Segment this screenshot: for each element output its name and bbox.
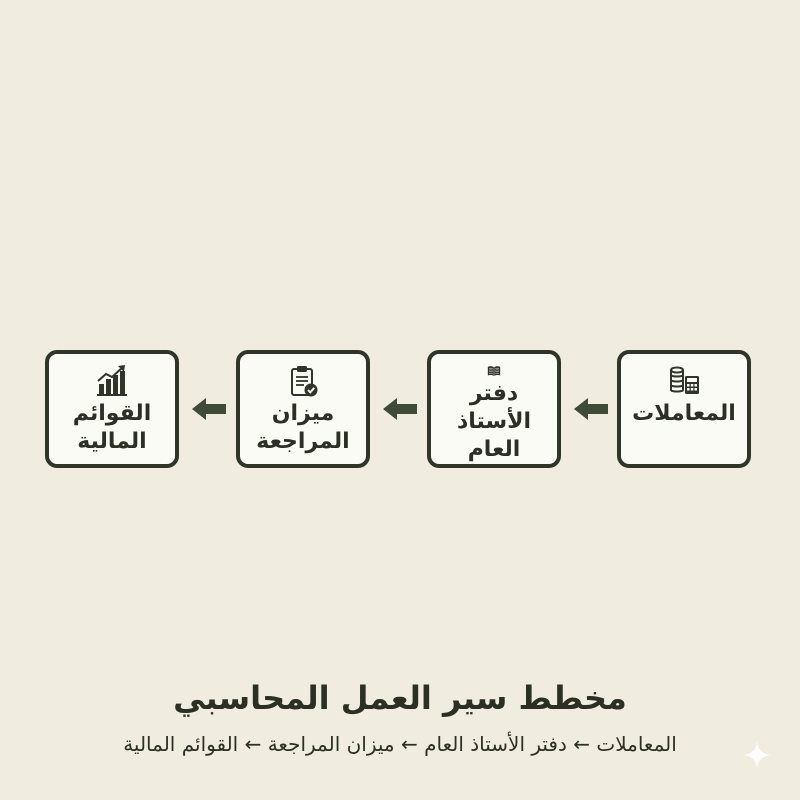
step-trial-balance: ميزان المراجعة bbox=[236, 350, 370, 468]
checked-clipboard-icon bbox=[291, 366, 318, 397]
step-financial-statements: القوائم المالية bbox=[45, 350, 179, 468]
step-general-ledger: دفتر الأستاذ العام bbox=[427, 350, 561, 468]
left-arrow-icon bbox=[192, 398, 226, 420]
left-arrow-icon bbox=[383, 398, 417, 420]
step-label-general-ledger: دفتر الأستاذ العام bbox=[456, 381, 532, 462]
diagram-subtitle: المعاملات ← دفتر الأستاذ العام ← ميزان ا… bbox=[123, 732, 677, 756]
open-book-icon bbox=[487, 366, 501, 376]
bar-chart-growth-icon bbox=[97, 365, 127, 396]
step-label-financial-statements: القوائم المالية bbox=[72, 401, 152, 454]
sparkle-icon bbox=[743, 741, 771, 769]
step-transactions: المعاملات bbox=[617, 350, 751, 468]
left-arrow-icon bbox=[574, 398, 608, 420]
diagram-title: مخطط سير العمل المحاسبي bbox=[173, 679, 627, 717]
step-label-transactions: المعاملات bbox=[632, 401, 736, 426]
step-label-trial-balance: ميزان المراجعة bbox=[256, 401, 350, 454]
coins-calculator-icon bbox=[670, 366, 699, 394]
